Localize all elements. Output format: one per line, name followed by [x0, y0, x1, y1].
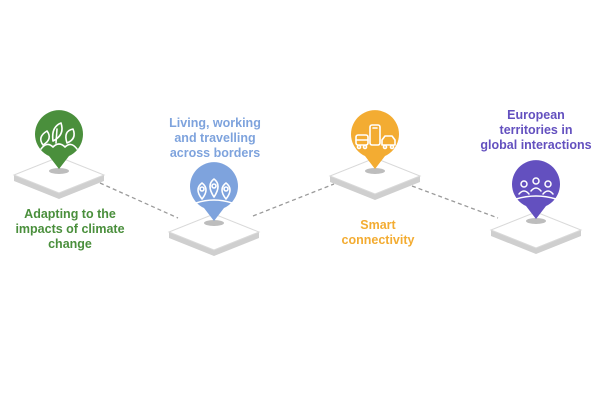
label-line: connectivity — [341, 233, 415, 247]
label-global: European territories in global interacti… — [471, 108, 600, 153]
connector-1-2 — [99, 182, 179, 219]
people-group-icon — [515, 177, 557, 200]
label-line: territories in — [499, 123, 573, 137]
connectors — [99, 182, 499, 219]
platform-1 — [12, 156, 106, 199]
pin-borders — [190, 162, 238, 226]
label-line: Adapting to the — [24, 207, 116, 221]
label-line: Smart — [360, 218, 396, 232]
label-line: and travelling — [174, 131, 256, 145]
label-line: Living, working — [169, 116, 261, 130]
platform-2 — [167, 213, 261, 256]
label-climate: Adapting to the impacts of climate chang… — [5, 207, 135, 252]
platform-4 — [489, 211, 583, 254]
connector-2-3 — [252, 183, 335, 217]
pin-connectivity — [351, 110, 399, 174]
location-pins-icon — [195, 178, 233, 204]
label-borders: Living, working and travelling across bo… — [150, 116, 280, 161]
label-connectivity: Smart connectivity — [313, 218, 443, 248]
label-line: change — [48, 237, 92, 251]
label-line: global interactions — [480, 138, 592, 152]
platform-3 — [328, 157, 422, 200]
pin-global — [512, 160, 560, 224]
transport-phone-icon — [355, 124, 396, 150]
label-line: European — [507, 108, 565, 122]
label-line: impacts of climate — [15, 222, 125, 236]
connector-3-4 — [411, 185, 499, 219]
label-line: across borders — [169, 146, 261, 160]
pin-climate — [35, 110, 83, 174]
leaves-icon — [39, 122, 78, 150]
